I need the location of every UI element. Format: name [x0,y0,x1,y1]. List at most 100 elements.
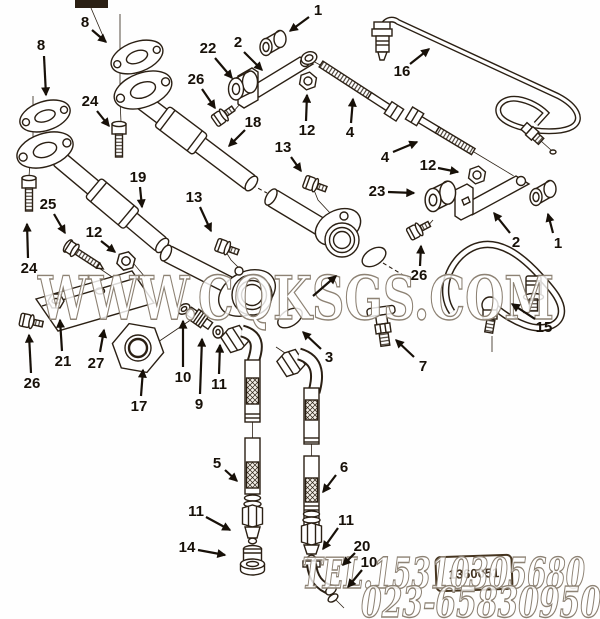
svg-text:12: 12 [299,122,316,139]
svg-text:11: 11 [338,512,354,529]
callout-12a: 12 [299,93,316,139]
svg-text:6: 6 [340,459,348,476]
callout-10a: 10 [175,319,191,386]
svg-text:18: 18 [245,114,262,131]
svg-text:1: 1 [554,235,562,252]
bracket-2b [454,175,531,221]
svg-text:11: 11 [188,503,204,520]
svg-text:2: 2 [234,34,242,51]
bolt-4a [318,60,405,123]
svg-text:1: 1 [314,2,322,19]
oring-10b [327,593,339,603]
bolt-24a [21,174,37,212]
fitting-9-cluster [177,303,224,339]
callouts: 1 8 8 2 22 26 24 12 16 4 18 13 4 12 23 2… [21,2,562,589]
callout-21: 21 [55,318,72,370]
svg-text:10: 10 [361,554,378,571]
callout-3: 3 [302,275,338,366]
callout-20: 20 [342,538,371,566]
fitting-14 [239,544,266,576]
svg-text:15: 15 [536,319,553,336]
tube-19 [53,152,170,254]
callout-11c: 11 [322,512,354,551]
gasket-8-top [110,39,164,75]
callout-5: 5 [213,455,238,482]
gasket-8-left [19,99,71,133]
callout-10b: 10 [347,554,378,589]
oring-11a [247,537,258,545]
hose-5 [218,322,266,576]
connection-lower [159,244,276,317]
flange-edge-top [75,0,108,8]
svg-text:20: 20 [354,538,371,555]
bolt-4b [404,106,514,177]
svg-text:12: 12 [86,224,103,241]
bolt-26b [404,217,434,242]
svg-text:14: 14 [179,539,196,556]
flange-19 [16,131,74,169]
oring-3b [361,246,387,268]
callout-14: 14 [179,539,227,559]
svg-text:24: 24 [82,93,99,110]
callout-26c: 26 [24,333,41,392]
bolt-13a [213,236,242,260]
hose-6 [274,346,345,609]
callout-13a: 13 [275,139,302,173]
svg-text:23: 23 [369,183,386,200]
elbow-fitting-20 [302,560,337,596]
svg-text:13: 13 [275,139,292,156]
nut-12b [465,163,489,187]
svg-text:21: 21 [55,353,72,370]
callout-23: 23 [369,183,416,200]
tube-16 [371,16,581,155]
u-tube-15 [441,240,566,335]
callout-24b: 24 [21,222,38,277]
fitting-right [522,275,545,312]
flange-18 [113,70,173,110]
callout-2b: 2 [493,211,520,251]
connection-center [264,188,362,258]
fitting-7 [366,304,396,348]
mounting-plate [34,270,156,332]
callout-7: 7 [395,339,427,375]
svg-text:22: 22 [200,40,217,57]
callout-26a: 26 [188,71,216,110]
callout-4b: 4 [381,140,419,166]
callout-2a: 2 [234,34,263,71]
callout-26b: 26 [411,244,427,284]
svg-text:16: 16 [394,63,411,80]
spacer-1a [259,29,287,57]
svg-text:24: 24 [21,260,38,277]
callout-4a: 4 [346,97,357,141]
callout-24a: 24 [82,93,110,128]
svg-text:11: 11 [211,376,227,393]
svg-text:26: 26 [188,71,205,88]
callout-8b: 8 [37,37,51,97]
callout-27: 27 [88,328,108,372]
svg-text:19: 19 [130,169,147,186]
callout-12b: 12 [420,157,460,175]
callout-17: 17 [131,368,147,415]
svg-text:26: 26 [24,375,41,392]
svg-text:3: 3 [325,349,333,366]
svg-text:5: 5 [213,455,221,472]
svg-text:8: 8 [37,37,45,54]
svg-text:25: 25 [40,196,57,213]
screw-25 [62,239,105,270]
watermark-tel2: 023-65830950 [361,578,600,619]
nut-17 [111,322,165,374]
callout-13b: 13 [186,189,212,233]
svg-text:9: 9 [195,396,203,413]
callout-25: 25 [40,196,66,235]
plate-label: 1360051 [434,553,514,593]
callout-11b: 11 [188,503,232,531]
callout-11a: 11 [211,343,227,393]
svg-text:8: 8 [81,14,89,31]
svg-text:2: 2 [512,234,520,251]
watermark-site: WWW.CQKSGS.COM [37,264,554,334]
callout-1b: 1 [545,212,562,252]
callout-22: 22 [200,40,233,80]
callout-19: 19 [130,169,147,209]
